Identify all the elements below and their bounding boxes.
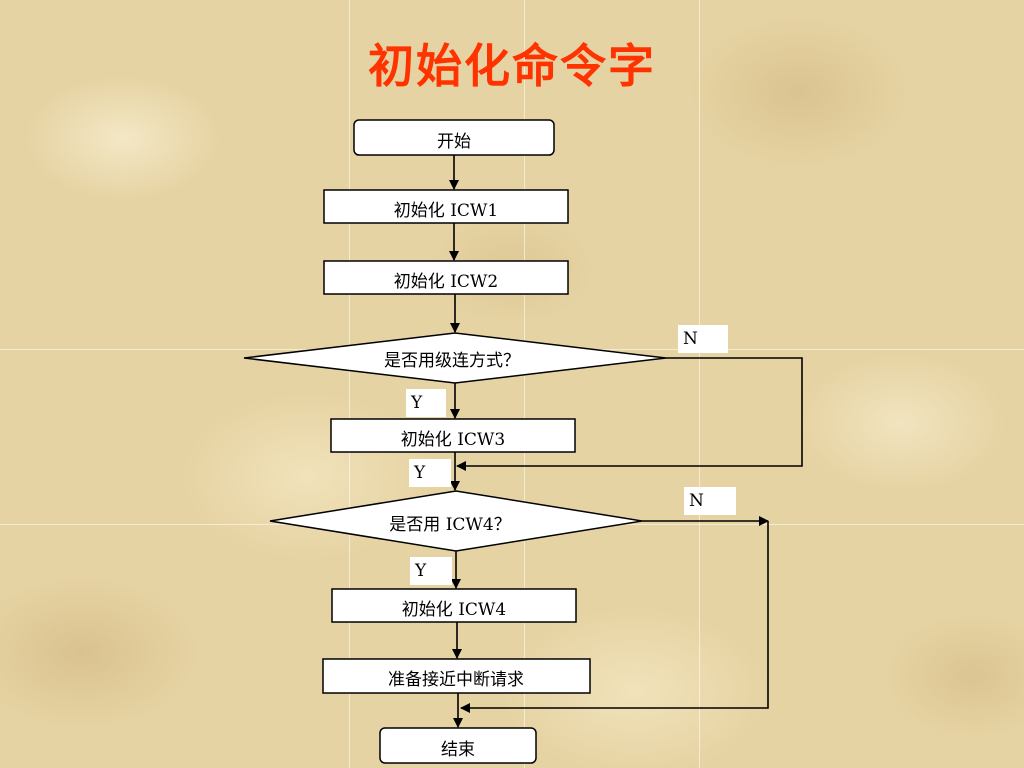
panel-seam [699, 0, 700, 768]
icw2-process [323, 260, 569, 295]
branch-label-cascade-yes: Y [406, 389, 446, 417]
cascade-no-path [456, 357, 803, 471]
icw2-label: 初始化 ICW2 [393, 272, 499, 292]
icw1-label: 初始化 ICW1 [393, 201, 499, 221]
icw4-no-path [460, 521, 769, 713]
cascade-question-label: 是否用级连方式？ [384, 351, 520, 371]
end-label: 结束 [441, 740, 475, 760]
ready-process [322, 658, 591, 694]
icw4-label: 初始化 ICW4 [401, 600, 507, 620]
icw3-process [330, 418, 576, 453]
panel-seam [524, 0, 525, 768]
end-terminal [379, 727, 537, 764]
branch-label-icw4-no: N [684, 487, 736, 515]
slide-title: 初始化命令字 [368, 39, 656, 93]
icw4-question-label: 是否用 ICW4？ [389, 515, 511, 535]
ready-label: 准备接近中断请求 [388, 670, 524, 690]
branch-label-icw3-yes: Y [409, 459, 451, 487]
icw1-process [323, 189, 569, 224]
icw3-label: 初始化 ICW3 [400, 430, 506, 450]
start-label: 开始 [437, 132, 471, 152]
icw4-process [331, 588, 577, 623]
branch-label-cascade-no: N [678, 325, 728, 353]
branch-label-icw4-yes: Y [410, 557, 452, 585]
panel-seam [349, 0, 350, 768]
